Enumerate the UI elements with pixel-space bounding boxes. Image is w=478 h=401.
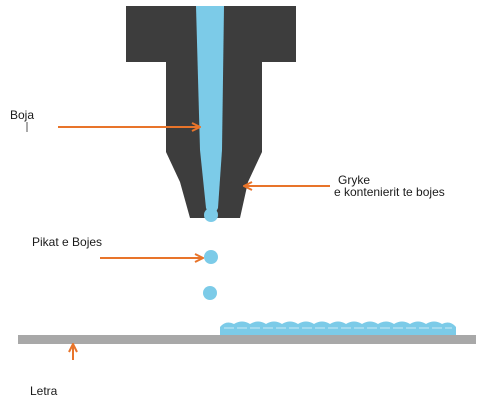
- ink-channel: [196, 6, 224, 215]
- label-gryke-line1: Gryke: [338, 173, 370, 187]
- ink-droplet: [204, 250, 218, 264]
- ink-droplet: [203, 286, 217, 300]
- label-gryke-line2: e kontenierit te bojes: [334, 185, 445, 199]
- paper: [18, 335, 476, 344]
- label-boja: Boja: [10, 108, 34, 122]
- label-pikat: Pikat e Bojes: [32, 235, 102, 249]
- label-letra: Letra: [30, 384, 58, 398]
- ink-drop-forming: [204, 208, 218, 222]
